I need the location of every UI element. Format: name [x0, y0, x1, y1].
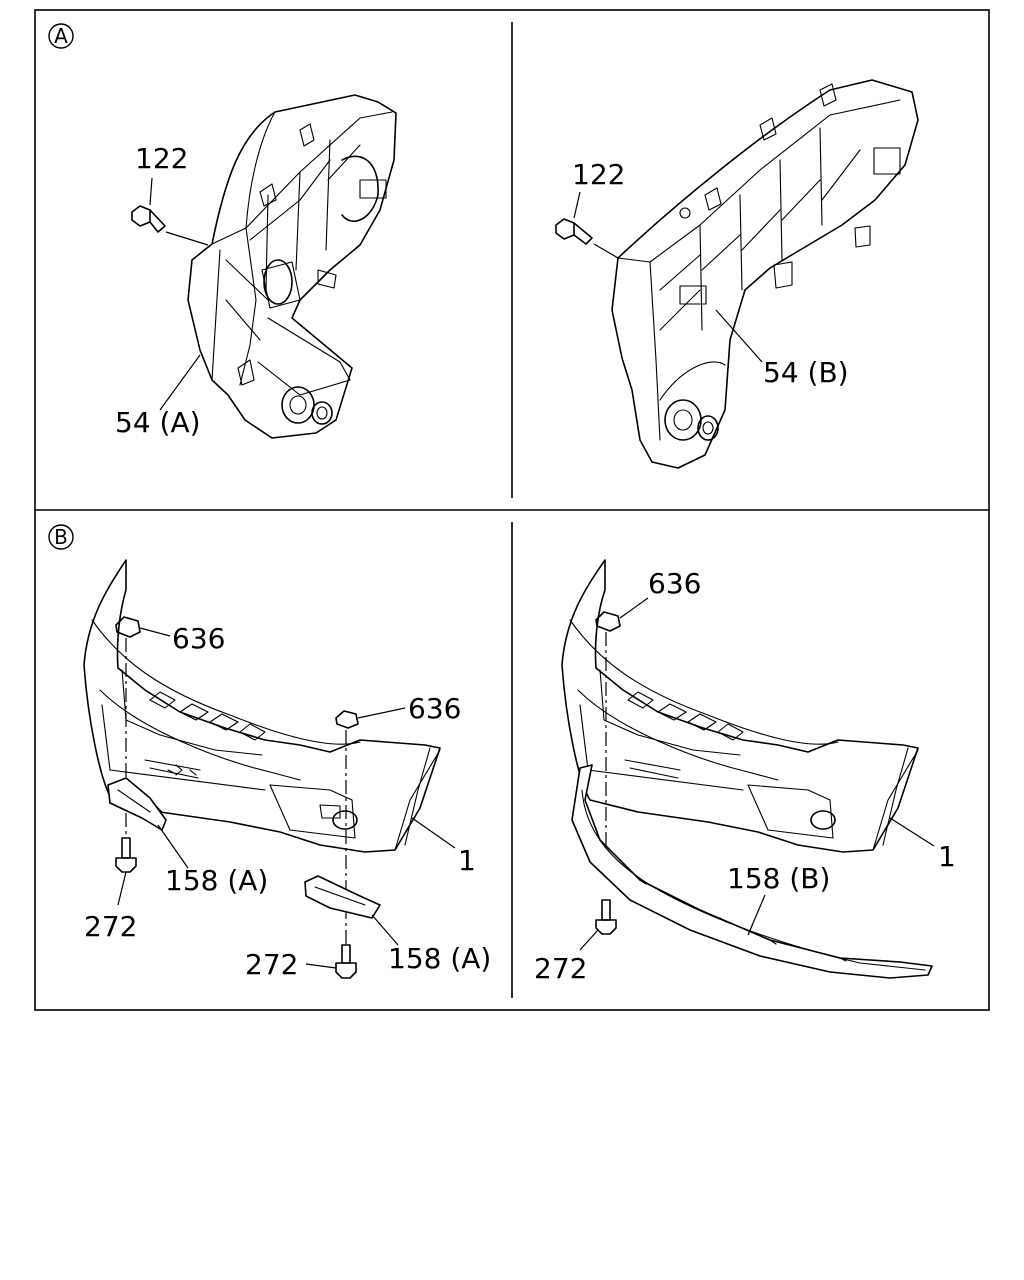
callout-636-right: 636 [648, 567, 701, 600]
bolt-122-right [555, 191, 619, 259]
bracket-158a-left [107, 777, 189, 869]
clip-636-left-mid [335, 707, 406, 729]
callout-158a-2: 158 (A) [388, 942, 491, 975]
bolt-122-left [131, 177, 209, 246]
callout-158b: 158 (B) [727, 862, 830, 895]
screw-272-right [579, 899, 617, 951]
callout-636-left-mid: 636 [408, 692, 461, 725]
strip-158b [571, 764, 933, 979]
bumper-1-right [561, 559, 919, 853]
section-marker-b: B [48, 524, 74, 550]
callout-158a-1: 158 (A) [165, 864, 268, 897]
bracket-54a [187, 94, 397, 439]
screw-272-mid [305, 944, 357, 979]
callout-272-right: 272 [534, 952, 587, 985]
callout-122-a-left: 122 [135, 142, 188, 175]
callout-1-left: 1 [458, 844, 476, 877]
callout-54a: 54 (A) [115, 406, 201, 439]
bracket-54b [611, 79, 919, 469]
clip-636-left-top [115, 616, 171, 638]
callout-272-1: 272 [84, 910, 137, 943]
callout-54b: 54 (B) [763, 356, 849, 389]
clip-636-right [595, 597, 649, 632]
section-marker-a: A [48, 23, 74, 49]
callout-272-2: 272 [245, 948, 298, 981]
svg-text:A: A [54, 24, 68, 48]
callout-1-right: 1 [938, 840, 956, 873]
svg-text:B: B [54, 525, 68, 549]
screw-272-left [115, 837, 137, 906]
bracket-158a-mid [304, 875, 399, 946]
callout-122-a-right: 122 [572, 158, 625, 191]
callout-636-left-top: 636 [172, 622, 225, 655]
